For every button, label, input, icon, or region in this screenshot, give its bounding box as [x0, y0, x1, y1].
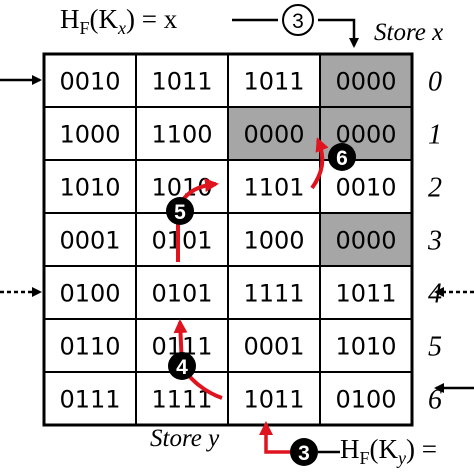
table-cell-value: 1011: [151, 68, 212, 96]
table-cell-value: 0100: [335, 386, 396, 414]
table-cell-value: 1000: [243, 227, 304, 255]
bottom-connector: [259, 421, 292, 454]
table-cell-value: 0000: [335, 227, 396, 255]
table-cell-value: 0001: [243, 333, 304, 361]
table-cell-bg: [228, 54, 320, 107]
table-cell-bg: [228, 213, 320, 266]
table-cell-value: 1011: [243, 386, 304, 414]
table-cell-bg: [136, 54, 228, 107]
step-4-number: 4: [176, 356, 188, 379]
step-3-bottom-number: 3: [298, 442, 310, 465]
table-cell-bg: [44, 213, 136, 266]
bottom-formula-key-sub: y: [396, 448, 406, 468]
step-5-number: 5: [174, 201, 186, 224]
table-cell-value: 1111: [243, 280, 304, 308]
bottom-formula-sub: F: [360, 448, 370, 468]
bottom-formula-rest: ) =: [406, 434, 437, 464]
table-cell-bg: [320, 54, 412, 107]
table-cells: 0010 1011 1011 0000 1000 1100 0000 0000 1010 1010…: [44, 54, 412, 425]
table-cell-bg: [228, 319, 320, 372]
table-cell-value: 1101: [243, 174, 304, 202]
table-cell-value: 0100: [59, 280, 120, 308]
step-6-number: 6: [336, 147, 348, 170]
table-cell-value: 1011: [243, 68, 304, 96]
step-5-badge: 5: [166, 197, 194, 225]
step-4-badge: 4: [168, 352, 196, 380]
table-cell-value: 0110: [59, 333, 120, 361]
flow-arrow-step6: [310, 137, 329, 190]
table-cell-value: 1010: [335, 333, 396, 361]
table-cell-value: 1011: [335, 280, 396, 308]
table-cell-bg: [136, 372, 228, 425]
row-index-label: 5: [428, 332, 442, 363]
table-cell-value: 0000: [335, 68, 396, 96]
top-formula-sub: F: [80, 18, 90, 38]
table-cell-bg: [44, 266, 136, 319]
table-cell-bg: [320, 266, 412, 319]
table-cell-value: 1010: [59, 174, 120, 202]
table-cell-value: 1100: [151, 121, 212, 149]
table-cell-value: 0101: [151, 227, 212, 255]
step-3-top-number: 3: [292, 10, 304, 33]
store-y-label: Store y: [150, 425, 220, 452]
top-formula: HF(Kx) = x: [60, 4, 178, 38]
store-x-label: Store x: [374, 19, 443, 46]
table-cell-bg: [44, 160, 136, 213]
top-formula-key-sub: x: [117, 18, 126, 38]
row-index-label: 1: [428, 120, 442, 151]
row-index-label: 0: [428, 67, 442, 98]
bottom-formula-h: H: [340, 434, 360, 464]
top-connector-right: [318, 18, 359, 48]
table-cell-bg: [228, 107, 320, 160]
table-cell-value: 0101: [151, 280, 212, 308]
table-cell-bg: [228, 266, 320, 319]
step-3-bottom-badge: 3: [290, 438, 318, 466]
table-cell-bg: [44, 319, 136, 372]
table-cell-bg: [320, 372, 412, 425]
bottom-formula-open: (K: [370, 434, 399, 464]
table-cell-value: 1000: [59, 121, 120, 149]
table-cell-value: 0000: [243, 121, 304, 149]
table-cell-bg: [44, 372, 136, 425]
row-index-label: 3: [427, 226, 442, 257]
table-cell-value: 0111: [59, 386, 120, 414]
table-cell-bg: [44, 107, 136, 160]
row-index-label: 4: [428, 279, 442, 310]
table-cell-bg: [228, 160, 320, 213]
bottom-formula: HF(Ky) =: [340, 434, 437, 468]
table-cell-bg: [136, 107, 228, 160]
table-cell-bg: [228, 372, 320, 425]
top-formula-rest: ) = x: [126, 4, 178, 34]
table-cell-value: 0010: [59, 68, 120, 96]
table-cell-value: 0001: [59, 227, 120, 255]
row-index-label: 2: [428, 173, 442, 204]
table-cell-bg: [320, 213, 412, 266]
table-cell-value: 0010: [335, 174, 396, 202]
top-formula-h: H: [60, 4, 80, 34]
table-cell-bg: [136, 266, 228, 319]
top-formula-open: (K: [90, 4, 119, 34]
step-3-top-badge: 3: [282, 4, 314, 36]
step-6-badge: 6: [328, 143, 356, 171]
table-cell-bg: [320, 319, 412, 372]
table-cell-bg: [44, 54, 136, 107]
